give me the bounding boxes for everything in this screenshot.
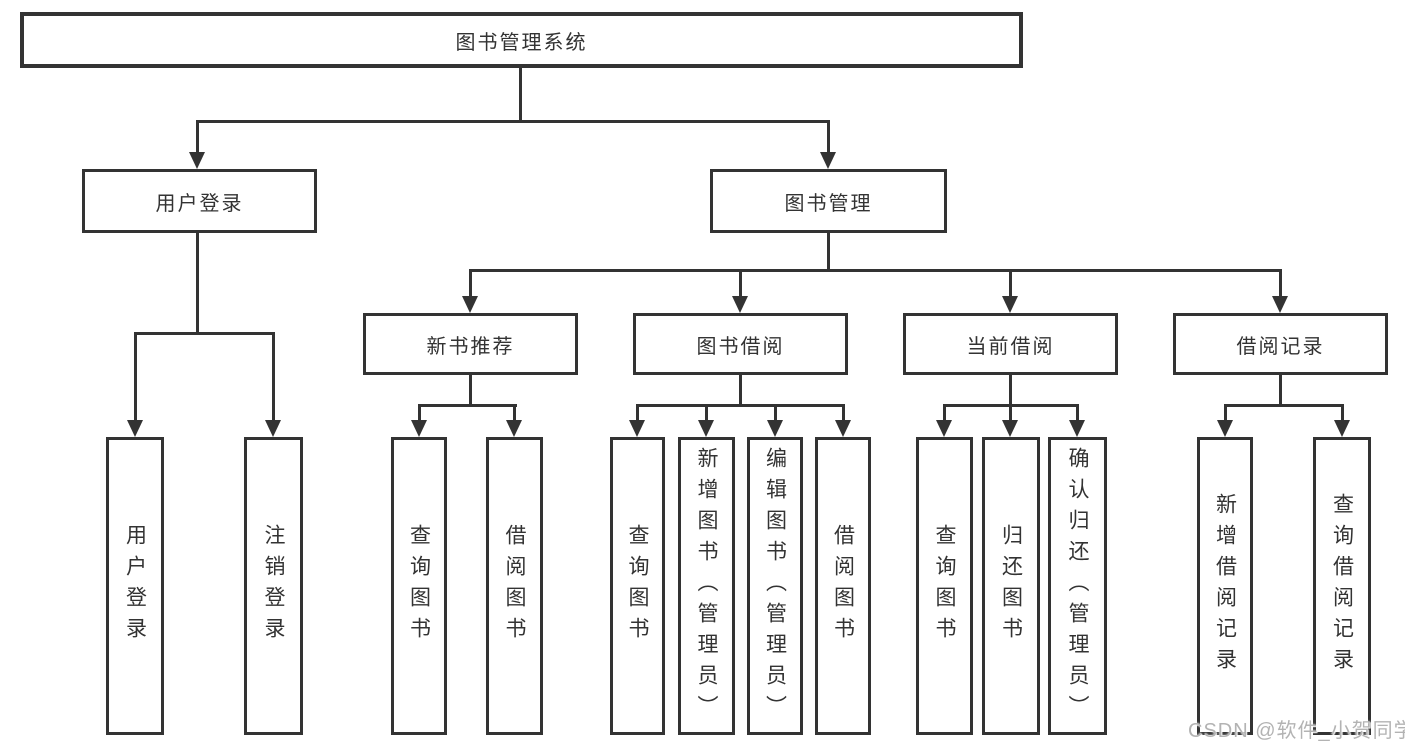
arrow-down-icon (127, 420, 143, 437)
connector-line (1009, 404, 1012, 422)
connector-line (1279, 269, 1282, 297)
arrow-down-icon (1002, 420, 1018, 437)
node-library-management-system: 图书管理系统 (20, 12, 1023, 68)
connector-line (842, 404, 845, 422)
arrow-down-icon (1217, 420, 1233, 437)
leaf-borrow-books-recommend: 借阅图书 (486, 437, 543, 735)
connector-line (1279, 375, 1282, 407)
arrow-down-icon (1002, 296, 1018, 313)
connector-line (1341, 404, 1344, 422)
leaf-query-books-current: 查询图书 (916, 437, 973, 735)
leaf-confirm-return-admin: 确认归还（管理员） (1048, 437, 1107, 735)
arrow-down-icon (936, 420, 952, 437)
connector-line (739, 375, 742, 407)
connector-line (1009, 375, 1012, 407)
connector-line (636, 404, 639, 422)
arrow-down-icon (835, 420, 851, 437)
node-new-book-recommend: 新书推荐 (363, 313, 578, 375)
node-user-login: 用户登录 (82, 169, 317, 233)
connector-line (196, 233, 199, 335)
connector-line (418, 404, 421, 422)
connector-line (1009, 269, 1012, 297)
connector-line (519, 66, 522, 122)
leaf-edit-books-admin: 编辑图书（管理员） (747, 437, 803, 735)
connector-line (469, 269, 472, 297)
arrow-down-icon (698, 420, 714, 437)
leaf-return-books: 归还图书 (982, 437, 1040, 735)
connector-line (469, 269, 1282, 272)
connector-line (272, 332, 275, 421)
connector-line (196, 120, 199, 154)
connector-line (827, 120, 830, 154)
connector-line (196, 120, 830, 123)
connector-line (1224, 404, 1343, 407)
csdn-watermark: CSDN @软件_小贺同学 (1188, 720, 1405, 742)
connector-line (705, 404, 708, 422)
leaf-borrow-books: 借阅图书 (815, 437, 871, 735)
arrow-down-icon (732, 296, 748, 313)
connector-line (774, 404, 777, 422)
arrow-down-icon (462, 296, 478, 313)
node-borrowing-records: 借阅记录 (1173, 313, 1388, 375)
connector-line (636, 404, 845, 407)
arrow-down-icon (506, 420, 522, 437)
connector-line (469, 375, 472, 407)
connector-line (739, 269, 742, 297)
arrow-down-icon (411, 420, 427, 437)
connector-line (1076, 404, 1079, 422)
leaf-query-borrow-record: 查询借阅记录 (1313, 437, 1371, 735)
node-book-management: 图书管理 (710, 169, 947, 233)
arrow-down-icon (767, 420, 783, 437)
arrow-down-icon (189, 152, 205, 169)
connector-line (1224, 404, 1227, 422)
node-book-borrowing: 图书借阅 (633, 313, 848, 375)
leaf-add-books-admin: 新增图书（管理员） (678, 437, 735, 735)
leaf-user-login: 用户登录 (106, 437, 164, 735)
connector-line (827, 233, 830, 272)
connector-line (513, 404, 516, 422)
leaf-add-borrow-record: 新增借阅记录 (1197, 437, 1253, 735)
leaf-query-books-borrowing: 查询图书 (610, 437, 665, 735)
leaf-query-books-recommend: 查询图书 (391, 437, 447, 735)
arrow-down-icon (1272, 296, 1288, 313)
connector-line (134, 332, 275, 335)
connector-line (134, 332, 137, 421)
node-current-borrowing: 当前借阅 (903, 313, 1118, 375)
arrow-down-icon (265, 420, 281, 437)
arrow-down-icon (1069, 420, 1085, 437)
arrow-down-icon (629, 420, 645, 437)
arrow-down-icon (820, 152, 836, 169)
arrow-down-icon (1334, 420, 1350, 437)
leaf-logout: 注销登录 (244, 437, 303, 735)
connector-line (418, 404, 517, 407)
connector-line (943, 404, 946, 422)
